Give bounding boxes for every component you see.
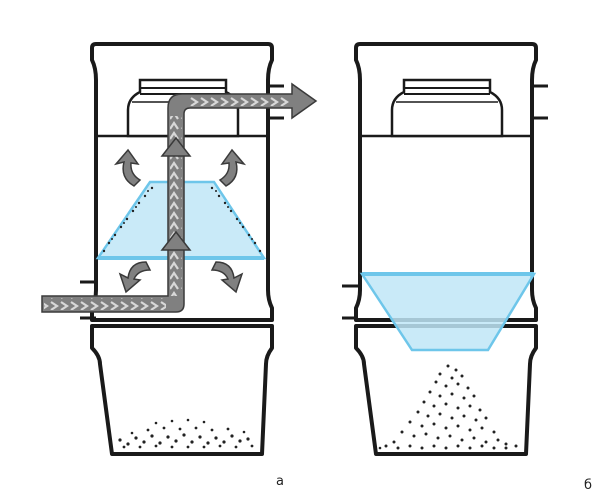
panel-a-unit bbox=[41, 42, 318, 456]
panel-a-dust-bin bbox=[90, 324, 274, 456]
panel-b-falling-dust bbox=[378, 364, 518, 450]
curved-arrow-icon bbox=[113, 148, 247, 294]
panel-a-label: а bbox=[276, 474, 284, 489]
motor-unit-icon bbox=[390, 78, 504, 138]
panel-a-cone-dust bbox=[102, 186, 262, 253]
panel-b-label: б bbox=[584, 478, 593, 493]
chevron-arrow-icon bbox=[41, 82, 318, 313]
panel-a-bin-dust bbox=[118, 418, 254, 449]
panel-b-dust-bin bbox=[354, 324, 538, 456]
panel-b-unit bbox=[342, 42, 548, 456]
